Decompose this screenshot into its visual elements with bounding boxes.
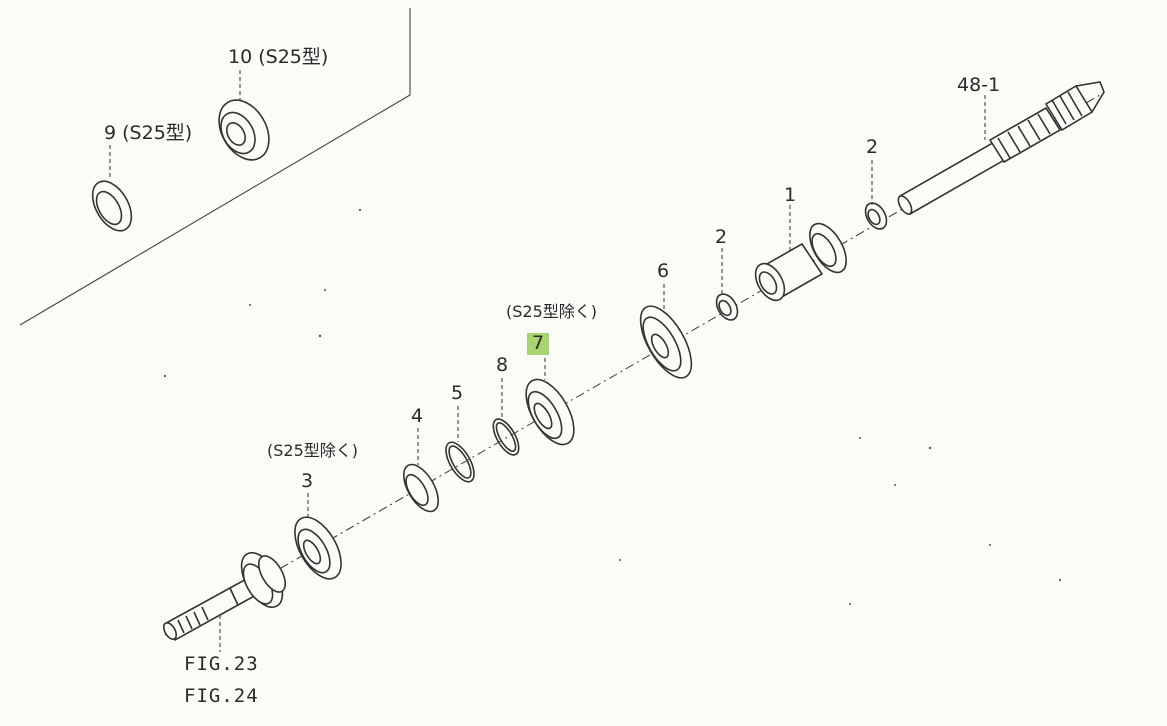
label-part-2-right: 2 [866, 136, 879, 158]
label-part-4: 4 [411, 405, 424, 427]
snap-ring-5 [445, 441, 475, 483]
gear-10 [218, 99, 270, 161]
label-note-lower: (S25型除く) [267, 441, 359, 460]
gear-9 [91, 180, 133, 232]
snap-ring-8 [492, 418, 520, 456]
shaft-48-1 [897, 81, 1105, 216]
bearing-2-right [864, 202, 888, 230]
leader-lines [109, 70, 986, 652]
label-part-48-1: 48-1 [957, 74, 1001, 96]
gear-1 [754, 222, 847, 302]
label-part-5: 5 [451, 382, 464, 404]
label-part-8: 8 [496, 354, 509, 376]
gear-4 [403, 463, 439, 513]
label-part-7-highlighted: 7 [527, 333, 550, 355]
label-part-1: 1 [784, 184, 797, 206]
inset-boundary-line [19, 8, 411, 326]
label-fig-23: FIG.23 [184, 653, 259, 675]
label-part-3: 3 [301, 470, 314, 492]
label-part-6: 6 [657, 260, 670, 282]
lower-shaft [162, 552, 287, 642]
bearing-2-middle [715, 293, 739, 321]
label-note-upper: (S25型除く) [506, 302, 598, 321]
label-fig-24: FIG.24 [184, 685, 259, 707]
gear-6 [639, 305, 693, 379]
label-part-10: 10 (S25型) [228, 46, 329, 68]
scan-specks [163, 208, 1062, 605]
gear-3 [294, 516, 342, 580]
label-part-2-middle: 2 [715, 226, 728, 248]
gear-7 [525, 378, 575, 446]
label-part-9: 9 (S25型) [104, 122, 193, 144]
